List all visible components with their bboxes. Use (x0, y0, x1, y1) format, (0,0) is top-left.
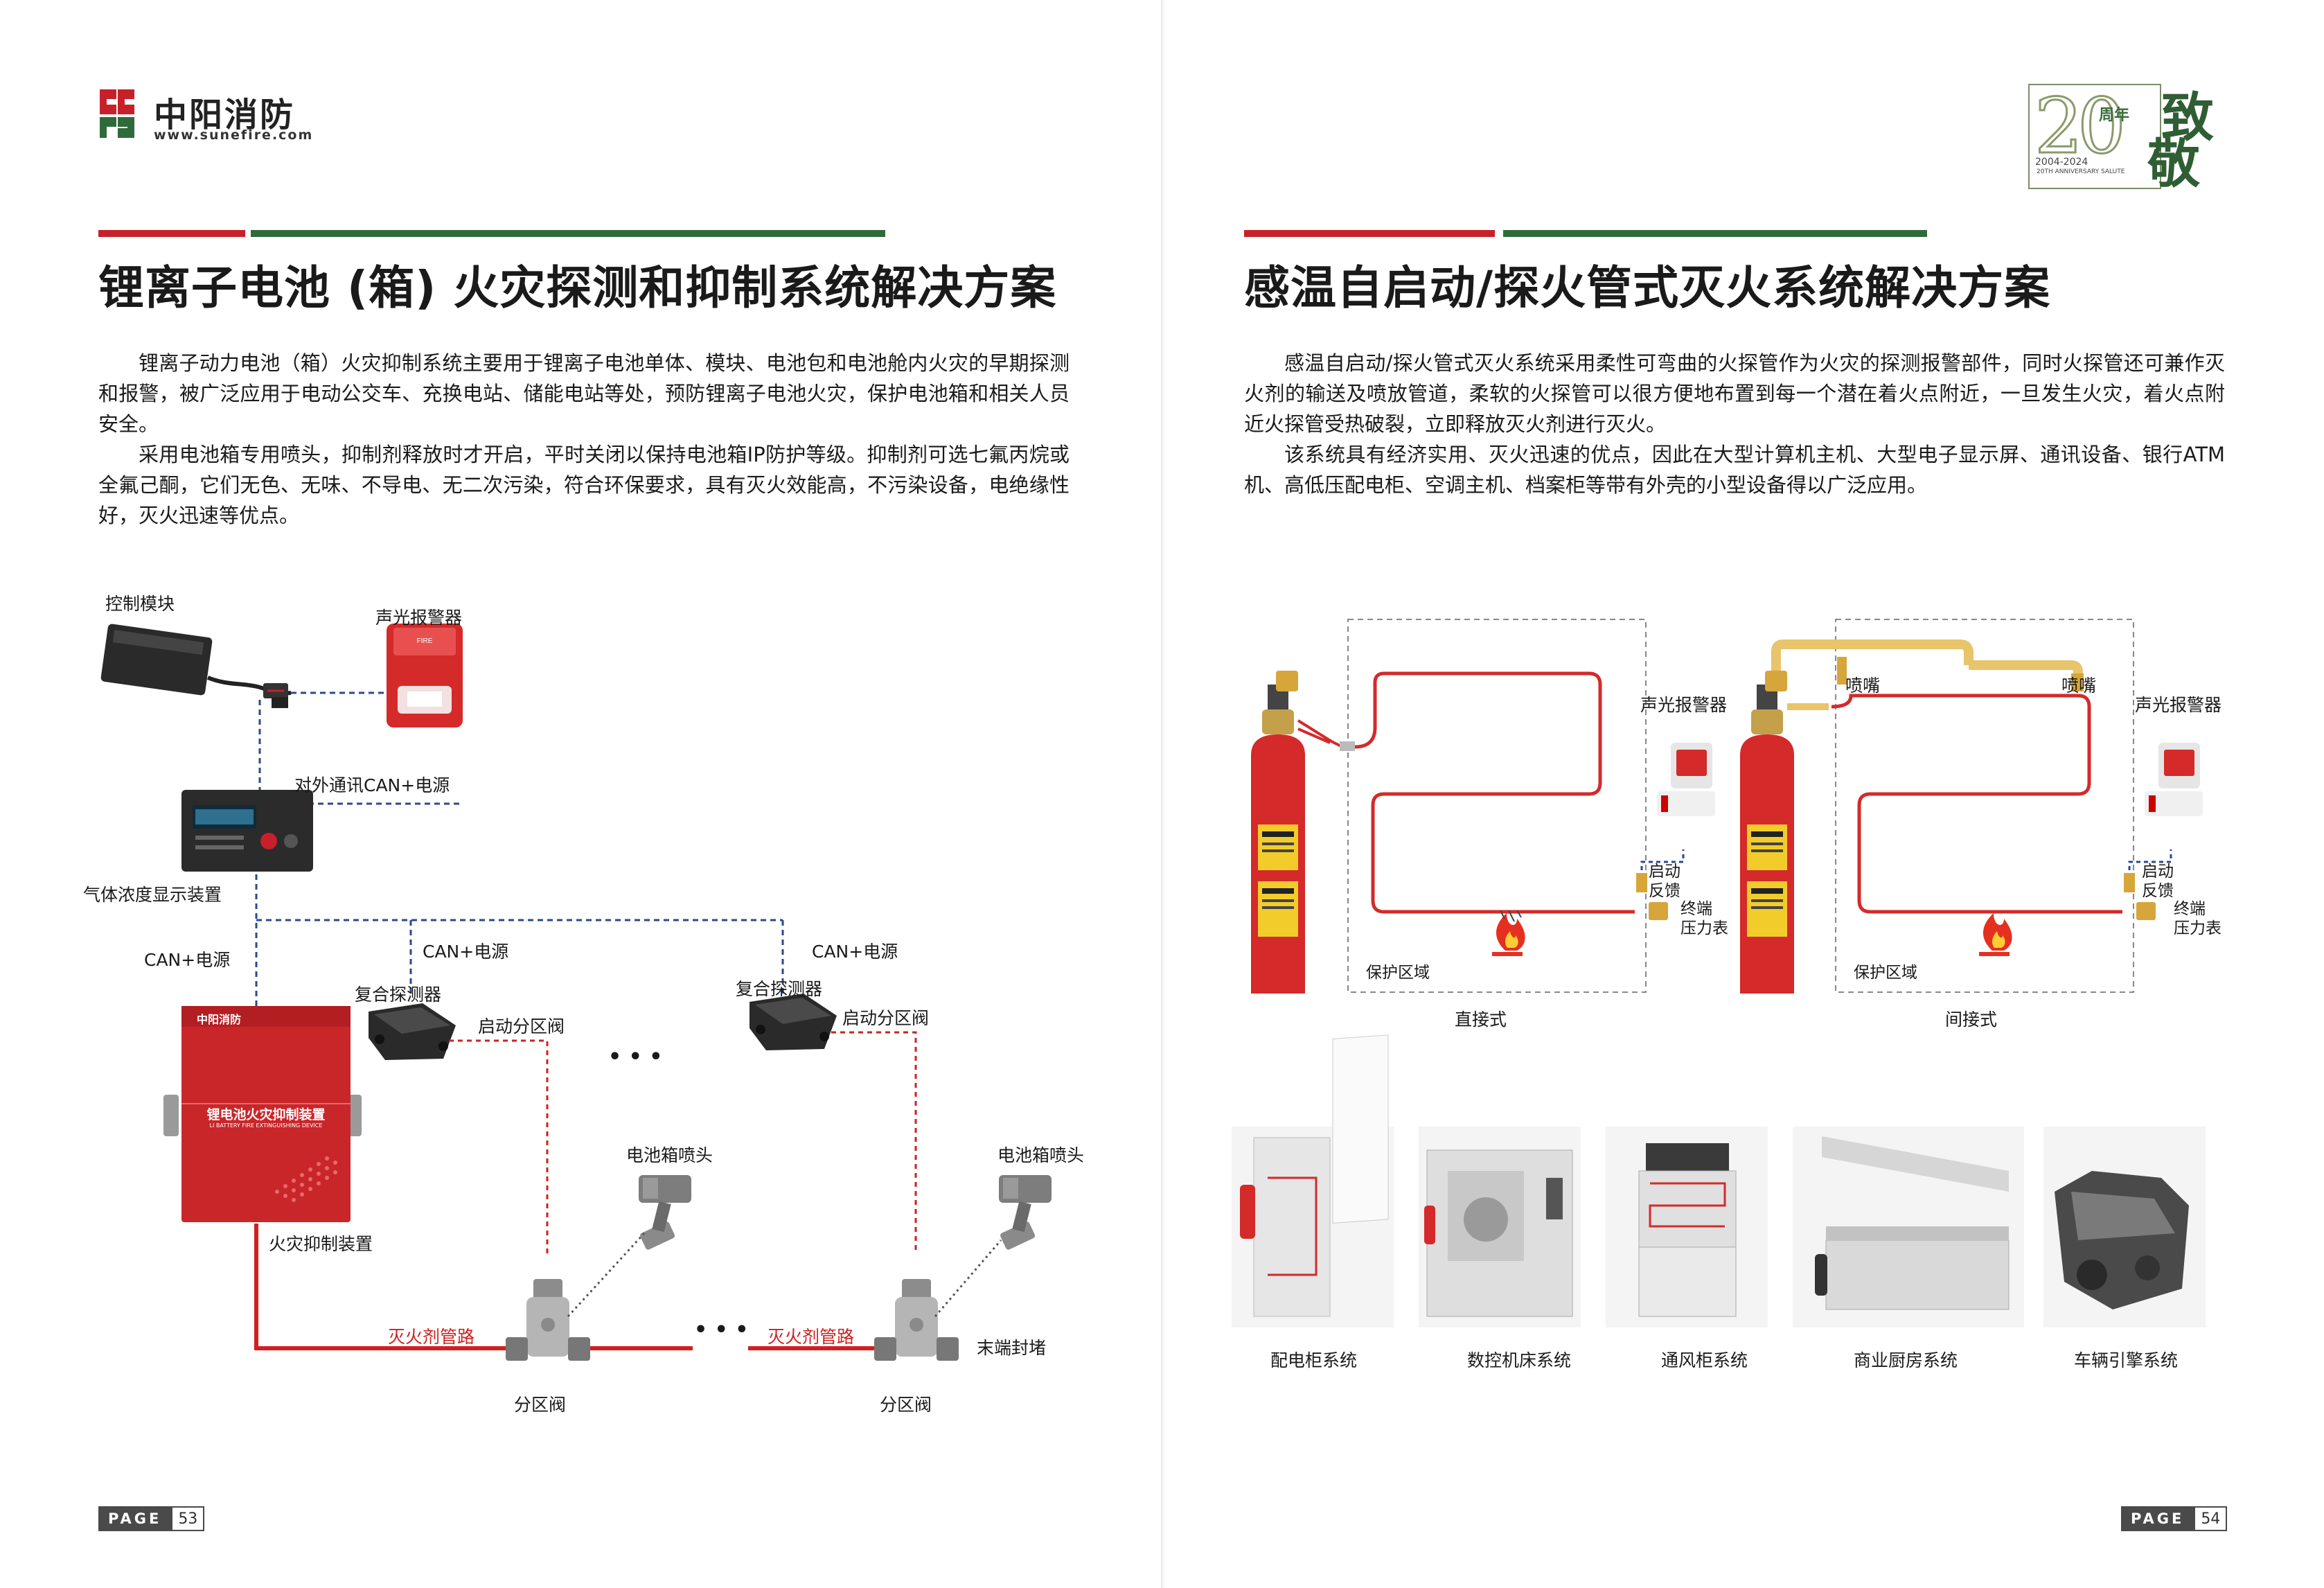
left-page-number-tag: PAGE 53 (98, 1506, 205, 1531)
zone-valve-1-image (506, 1279, 590, 1361)
indirect-cylinder-image (1740, 671, 1794, 994)
zone-valve-label-2: 分区阀 (880, 1395, 932, 1415)
right-paragraph-1: 感温自启动/探火管式灭火系统采用柔性可弯曲的火探管作为火灾的探测报警部件，同时火… (1244, 351, 2225, 436)
application-caption-1: 配电柜系统 (1270, 1350, 1358, 1370)
page-gutter (1161, 0, 1164, 1588)
right-page-title: 感温自启动/探火管式灭火系统解决方案 (1244, 261, 2051, 315)
indirect-feedback-switch (2124, 873, 2156, 920)
detector-label-2: 复合探测器 (736, 979, 823, 999)
gas-concentration-display-image (181, 790, 313, 872)
anniversary-subtitle: 20TH ANNIVERSARY SALUTE (2037, 168, 2125, 175)
indirect-alarm-image (2145, 743, 2203, 816)
composite-detector-1-image (369, 1003, 456, 1060)
alarm-label-left: 声光报警器 (375, 608, 463, 628)
commercial-kitchen-photo (1793, 1127, 2024, 1327)
direct-gauge-label: 终端 压力表 (1680, 900, 1728, 937)
anniversary-emblem: 2 0 (2028, 81, 2161, 189)
device-subname-text: LI BATTERY FIRE EXTINGUISHING DEVICE (209, 1122, 323, 1129)
zone-valve-2-image (874, 1279, 959, 1361)
gas-display-label: 气体浓度显示装置 (83, 885, 222, 905)
end-cap-label: 末端封堵 (977, 1338, 1047, 1358)
application-caption-2: 数控机床系统 (1467, 1350, 1572, 1370)
indirect-alarm-label: 声光报警器 (2135, 695, 2222, 715)
distribution-cabinet-photo (1232, 1034, 1394, 1327)
page-label-left: PAGE (98, 1506, 172, 1531)
direct-zone-label: 保护区域 (1366, 964, 1430, 982)
battery-box-nozzle-1-image (639, 1175, 691, 1250)
brand-url: www.sunefire.com (154, 127, 314, 143)
anniversary-unit: 周年 (2099, 107, 2130, 124)
indirect-zone-label: 保护区域 (1854, 964, 1917, 982)
sound-light-alarm-image: FIRE (387, 624, 463, 727)
application-caption-5: 车辆引擎系统 (2074, 1350, 2179, 1370)
indirect-nozzle-right-label: 喷嘴 (2061, 676, 2097, 696)
title-bar-green-left (251, 230, 885, 237)
valve-start-label-1: 启动分区阀 (478, 1016, 565, 1036)
indirect-fire-icon (1979, 913, 2012, 956)
brand-name: 中阳消防 (154, 96, 296, 134)
ventilation-cabinet-photo (1606, 1127, 1768, 1327)
right-paragraph-2: 该系统具有经济实用、灭火迅速的优点，因此在大型计算机主机、大型电子显示屏、通讯设… (1244, 443, 2225, 497)
can-power-label-1: CAN+电源 (144, 950, 231, 970)
ellipsis-2: • • • (694, 1318, 749, 1342)
device-name-text: 锂电池火灾抑制装置 (206, 1107, 326, 1122)
svg-text:0: 0 (2077, 82, 2126, 170)
application-caption-4: 商业厨房系统 (1854, 1350, 1958, 1370)
valve-start-label-2: 启动分区阀 (842, 1008, 930, 1028)
indirect-gauge-label: 终端 压力表 (2174, 900, 2221, 937)
cnc-machine-photo (1419, 1127, 1581, 1327)
svg-text:2: 2 (2034, 82, 2083, 170)
composite-detector-2-image (749, 994, 837, 1050)
detector-label-1: 复合探测器 (355, 985, 442, 1005)
svg-text:FIRE: FIRE (417, 637, 433, 645)
direct-feedback-label: 启动 反馈 (1649, 863, 1680, 900)
can-power-label-3: CAN+电源 (812, 942, 898, 962)
nozzle-label-2: 电池箱喷头 (997, 1145, 1085, 1165)
control-module-image (100, 624, 292, 708)
lithium-suppression-diagram: FIRE (100, 624, 1052, 1361)
left-page-title: 锂离子电池 (箱) 火灾探测和抑制系统解决方案 (98, 261, 1057, 315)
control-module-label: 控制模块 (105, 594, 175, 614)
suppression-device-image (163, 1006, 362, 1222)
title-bar-red-right (1244, 230, 1495, 237)
direct-alarm-image (1657, 743, 1715, 816)
direct-fire-icon (1492, 913, 1525, 956)
vehicle-engine-photo (2043, 1127, 2206, 1327)
direct-caption: 直接式 (1455, 1009, 1507, 1030)
right-intro-text: 感温自启动/探火管式灭火系统采用柔性可弯曲的火探管作为火灾的探测报警部件，同时火… (1244, 348, 2225, 500)
indirect-caption: 间接式 (1945, 1009, 1998, 1030)
direct-cylinder-image (1251, 671, 1305, 994)
left-paragraph-2: 采用电池箱专用喷头，抑制剂释放时才开启，平时关闭以保持电池箱IP防护等级。抑制剂… (98, 443, 1070, 527)
nozzle-label-1: 电池箱喷头 (626, 1145, 713, 1165)
suppression-device-label: 火灾抑制装置 (269, 1234, 373, 1254)
page-label-right: PAGE (2121, 1506, 2194, 1531)
pipe-label-2: 灭火剂管路 (768, 1327, 855, 1347)
zone-valve-label-1: 分区阀 (514, 1395, 567, 1415)
battery-box-nozzle-2-image (999, 1175, 1052, 1250)
direct-alarm-label: 声光报警器 (1640, 695, 1728, 715)
title-bar-green-right (1503, 230, 1927, 237)
anniversary-years: 2004-2024 (2035, 157, 2088, 168)
direct-feedback-switch (1636, 873, 1668, 920)
indirect-nozzle-left-label: 喷嘴 (1845, 676, 1881, 696)
pipe-label-1: 灭火剂管路 (388, 1327, 475, 1347)
left-paragraph-1: 锂离子动力电池（箱）火灾抑制系统主要用于锂离子电池单体、模块、电池包和电池舱内火… (98, 351, 1070, 436)
ellipsis-1: • • • (608, 1045, 663, 1069)
can-external-label: 对外通讯CAN+电源 (294, 775, 450, 795)
page-number-right: 54 (2194, 1506, 2228, 1531)
can-power-label-2: CAN+电源 (423, 942, 509, 962)
title-bar-red-left (98, 230, 245, 237)
anniversary-char-2: 敬 (2147, 133, 2200, 195)
device-brand-text: 中阳消防 (197, 1013, 242, 1026)
right-page-number-tag: PAGE 54 (2121, 1506, 2228, 1531)
application-caption-3: 通风柜系统 (1661, 1350, 1748, 1370)
indirect-feedback-label: 启动 反馈 (2142, 863, 2174, 900)
left-intro-text: 锂离子动力电池（箱）火灾抑制系统主要用于锂离子电池单体、模块、电池包和电池舱内火… (98, 348, 1070, 531)
anniversary-char-1: 致 (2161, 87, 2214, 148)
sunefire-logo-icon (100, 89, 134, 138)
page-number-left: 53 (171, 1506, 205, 1531)
